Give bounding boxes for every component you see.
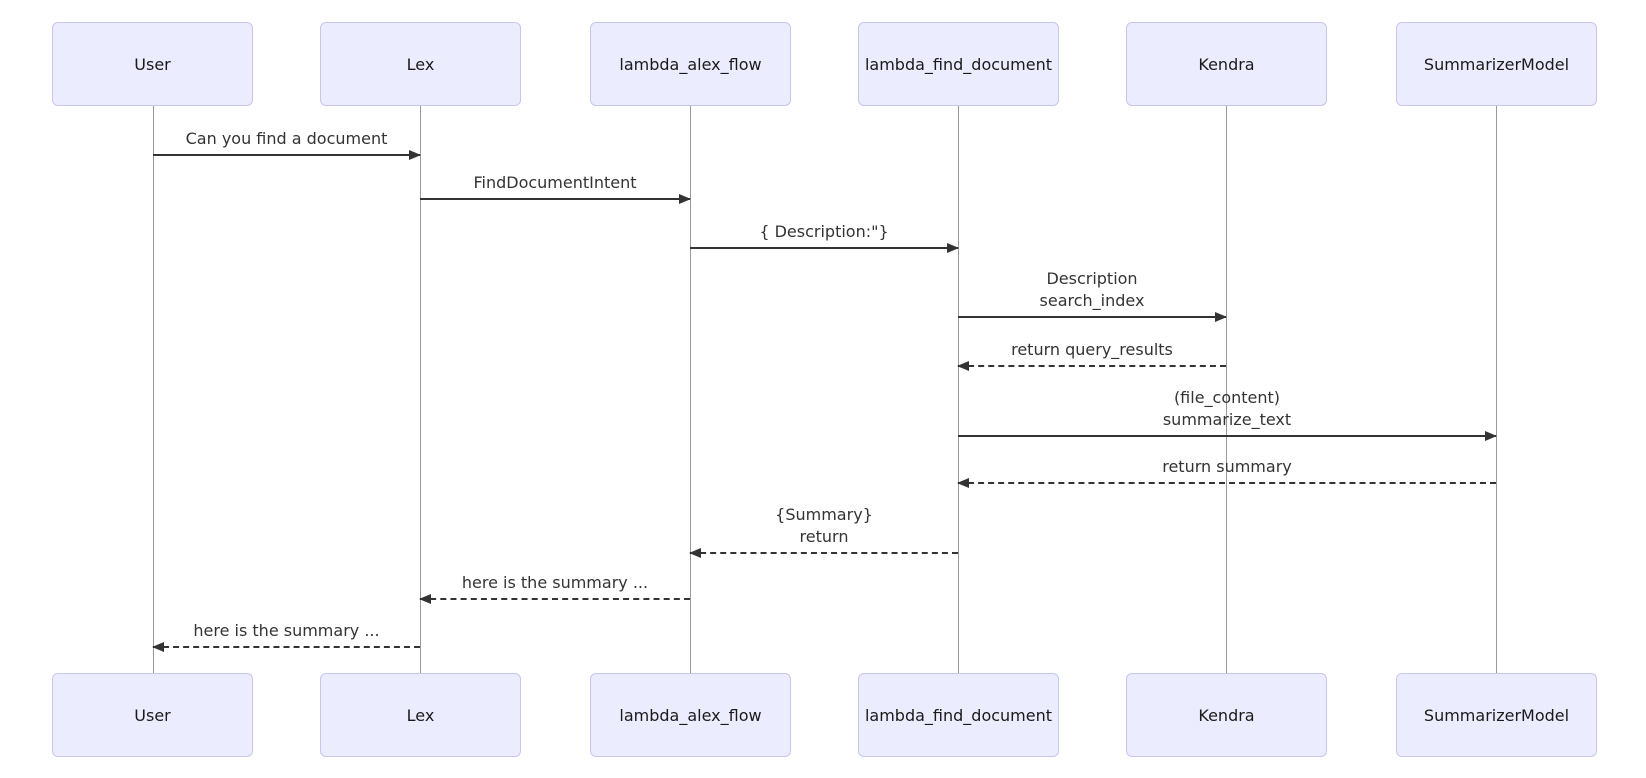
lifeline-kendra xyxy=(1226,106,1227,673)
actor-label: SummarizerModel xyxy=(1423,54,1570,74)
actor-label: Kendra xyxy=(1198,54,1255,74)
message-label: here is the summary ... xyxy=(420,572,690,594)
arrowhead-left-icon xyxy=(419,594,431,604)
actor-label: lambda_alex_flow xyxy=(619,705,762,725)
actor-top-summarizermodel: SummarizerModel xyxy=(1396,22,1597,106)
arrowhead-right-icon xyxy=(947,243,959,253)
actor-label: Lex xyxy=(406,54,435,74)
message-label: { Description:"} xyxy=(690,221,958,243)
arrowhead-right-icon xyxy=(1485,431,1497,441)
message-text: { Description:"} xyxy=(759,222,889,241)
arrowhead-right-icon xyxy=(1215,312,1227,322)
actor-label: Lex xyxy=(406,705,435,725)
message-user-to-lex: Can you find a document xyxy=(153,129,421,160)
message-label: here is the summary ... xyxy=(153,620,420,642)
arrowhead-left-icon xyxy=(957,478,969,488)
arrowhead-left-icon xyxy=(689,548,701,558)
message-lex-to-user: here is the summary ... xyxy=(152,621,420,652)
actor-label: User xyxy=(134,54,171,74)
actor-label: lambda_find_document xyxy=(864,705,1053,725)
arrowhead-right-icon xyxy=(409,150,421,160)
actor-label: lambda_find_document xyxy=(864,54,1053,74)
message-lambda-alex-flow-to-lex: here is the summary ... xyxy=(419,573,690,604)
actor-label: Kendra xyxy=(1198,705,1255,725)
message-text: here is the summary ... xyxy=(461,573,649,592)
actor-bottom-lex: Lex xyxy=(320,673,521,757)
message-text: (file_content) xyxy=(1173,388,1281,407)
message-text: summarize_text xyxy=(1162,410,1292,429)
message-label: Can you find a document xyxy=(153,128,420,150)
message-text: here is the summary ... xyxy=(193,621,380,640)
message-label: (file_content) summarize_text xyxy=(958,387,1496,431)
message-kendra-to-lambda-find-document: return query_results xyxy=(957,340,1226,371)
message-text: Can you find a document xyxy=(185,129,388,148)
actor-top-kendra: Kendra xyxy=(1126,22,1327,106)
arrowhead-left-icon xyxy=(152,642,164,652)
actor-top-lex: Lex xyxy=(320,22,521,106)
message-label: return query_results xyxy=(958,339,1226,361)
message-summarizermodel-to-lambda-find-document: return summary xyxy=(957,457,1496,488)
message-lambda-find-document-to-kendra: Description search_index xyxy=(958,269,1227,322)
message-label: {Summary} return xyxy=(690,504,958,548)
message-text: return query_results xyxy=(1011,340,1173,359)
actor-bottom-summarizermodel: SummarizerModel xyxy=(1396,673,1597,757)
message-text: {Summary} xyxy=(775,505,873,524)
message-text: Description xyxy=(1046,269,1138,288)
lifeline-summarizermodel xyxy=(1496,106,1497,673)
message-label: FindDocumentIntent xyxy=(420,172,690,194)
message-text: return summary xyxy=(1162,457,1292,476)
lifeline-lambda-find-document xyxy=(958,106,959,673)
arrowhead-left-icon xyxy=(957,361,969,371)
message-text: FindDocumentIntent xyxy=(473,173,637,192)
lifeline-user xyxy=(153,106,154,673)
actor-label: lambda_alex_flow xyxy=(619,54,762,74)
lifeline-lex xyxy=(420,106,421,673)
lifeline-lambda-alex-flow xyxy=(690,106,691,673)
actor-top-lambda-find-document: lambda_find_document xyxy=(858,22,1059,106)
actor-top-lambda-alex-flow: lambda_alex_flow xyxy=(590,22,791,106)
message-label: return summary xyxy=(958,456,1496,478)
actor-bottom-user: User xyxy=(52,673,253,757)
message-label: Description search_index xyxy=(958,268,1226,312)
message-lambda-find-document-to-summarizermodel: (file_content) summarize_text xyxy=(958,388,1497,441)
actor-label: SummarizerModel xyxy=(1423,705,1570,725)
actor-bottom-lambda-find-document: lambda_find_document xyxy=(858,673,1059,757)
actor-top-user: User xyxy=(52,22,253,106)
actor-bottom-lambda-alex-flow: lambda_alex_flow xyxy=(590,673,791,757)
actor-bottom-kendra: Kendra xyxy=(1126,673,1327,757)
message-lambda-find-document-to-lambda-alex-flow: {Summary} return xyxy=(689,505,958,558)
arrowhead-right-icon xyxy=(679,194,691,204)
message-lex-to-lambda-alex-flow: FindDocumentIntent xyxy=(420,173,691,204)
message-text: search_index xyxy=(1039,291,1145,310)
message-lambda-alex-flow-to-lambda-find-document: { Description:"} xyxy=(690,222,959,253)
actor-label: User xyxy=(134,705,171,725)
message-text: return xyxy=(799,527,849,546)
